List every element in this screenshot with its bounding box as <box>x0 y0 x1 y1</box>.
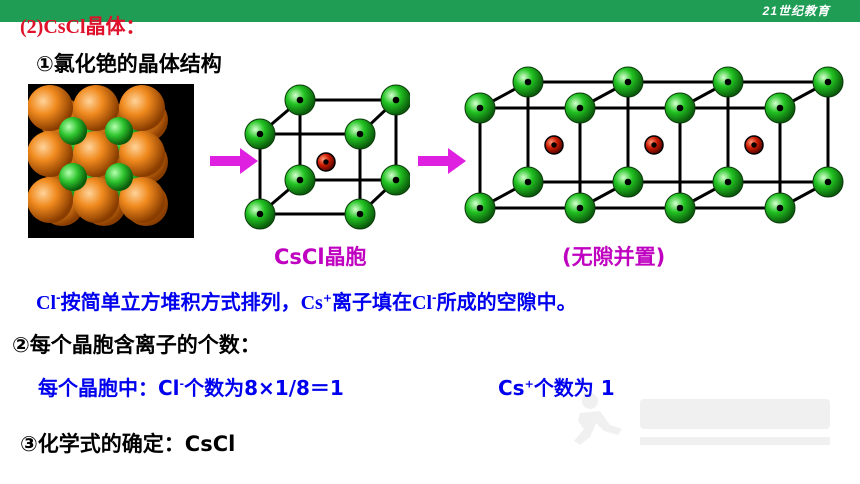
top-banner <box>0 0 860 22</box>
runner-logo-icon <box>574 393 830 445</box>
cs-ion-sphere <box>119 85 165 131</box>
cl-ion-sphere <box>380 84 410 116</box>
cs-ion-sphere <box>119 131 165 177</box>
cl-ion-sphere <box>812 66 844 98</box>
unit-cell-label: CsCl晶胞 <box>274 245 367 269</box>
cl-ion-sphere <box>284 164 316 196</box>
ion-charge-minus-2: - <box>432 291 437 305</box>
ion-cl: Cl <box>36 292 56 314</box>
cs-ion-sphere <box>744 135 764 155</box>
cl-ion-sphere <box>612 66 644 98</box>
cs-count-line: Cs+个数为 1 <box>498 372 615 401</box>
cs-ion-sphere <box>544 135 564 155</box>
cs-ion-sphere <box>73 85 119 131</box>
ion-count-heading: ②每个晶胞含离子的个数： <box>12 333 261 357</box>
cl-ion-sphere <box>564 192 596 224</box>
cs-count-text: 个数为 1 <box>533 376 615 400</box>
cl-ion-sphere <box>564 92 596 124</box>
cl-ion-sphere <box>764 92 796 124</box>
cl-ion-sphere <box>244 118 276 150</box>
cl-ion-sphere <box>764 192 796 224</box>
ion-charge-plus: + <box>322 291 333 305</box>
desc-part3: 所成的空隙中。 <box>436 290 577 314</box>
cl-ion-sphere <box>284 84 316 116</box>
cscl-stacked-cells-diagram <box>464 66 844 224</box>
cs-ion-sphere <box>73 177 119 223</box>
cs-ion-sphere <box>28 177 73 223</box>
ion-cs: Cs <box>300 292 323 314</box>
cscl-unit-cell-diagram <box>244 84 410 230</box>
cl-ion-sphere <box>464 192 496 224</box>
cl-ion-sphere <box>244 198 276 230</box>
cl-ion-sphere <box>512 166 544 198</box>
cl-count-prefix: 每个晶胞中：Cl <box>38 376 180 400</box>
cl-ion-sphere <box>512 66 544 98</box>
cl-ion-sphere <box>464 92 496 124</box>
desc-part2: 离子填在 <box>332 290 413 314</box>
cl-ion-sphere <box>59 163 87 191</box>
cs-ion-sphere <box>119 177 165 223</box>
stacking-label: (无隙并置) <box>562 245 666 269</box>
ion-charge-minus: - <box>56 291 61 305</box>
cs-ion-sphere <box>28 131 73 177</box>
cl-ion-sphere <box>380 164 410 196</box>
cs-count-sign: + <box>524 377 534 391</box>
formula-heading: ③化学式的确定：CsCl <box>20 432 236 456</box>
magenta-right-arrow-icon <box>418 148 466 174</box>
cl-count-sign: - <box>179 377 185 391</box>
section-heading: (2)CsCl晶体： <box>20 16 146 38</box>
cs-ion-sphere <box>28 85 73 131</box>
cs-ion-sphere <box>73 131 119 177</box>
cl-ion-sphere <box>664 192 696 224</box>
cs-ion-sphere <box>644 135 664 155</box>
cl-ion-sphere <box>344 198 376 230</box>
cl-ion-sphere <box>105 117 133 145</box>
cs-count-prefix: Cs <box>498 376 525 400</box>
cl-ion-sphere <box>712 66 744 98</box>
cl-ion-sphere <box>812 166 844 198</box>
desc-part1: 按简单立方堆积方式排列， <box>60 290 301 314</box>
cscl-space-filling-model-image <box>28 84 194 238</box>
cl-ion-sphere <box>59 117 87 145</box>
cl-ion-sphere <box>105 163 133 191</box>
brand-logo: 21世纪教育 <box>762 4 830 18</box>
cl-count-line: 每个晶胞中：Cl-个数为8×1/8＝1 <box>38 372 344 401</box>
structure-description: Cl-按简单立方堆积方式排列，Cs+离子填在Cl-所成的空隙中。 <box>36 286 577 315</box>
structure-subtitle: ①氯化铯的晶体结构 <box>36 52 222 76</box>
cl-count-text: 个数为8×1/8＝1 <box>184 376 344 400</box>
cl-ion-sphere <box>344 118 376 150</box>
cl-ion-sphere <box>612 166 644 198</box>
cl-ion-sphere <box>712 166 744 198</box>
ion-cl-2: Cl <box>412 292 433 314</box>
magenta-right-arrow-icon <box>210 148 258 174</box>
cl-ion-sphere <box>664 92 696 124</box>
cs-ion-sphere <box>316 152 336 172</box>
